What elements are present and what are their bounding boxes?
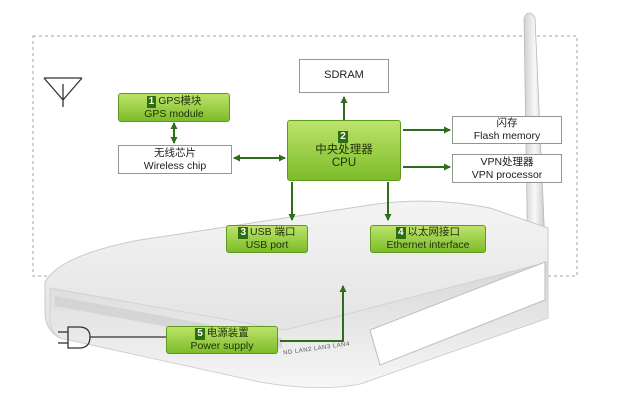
ethernet-label-cn: 以太网接口 bbox=[407, 226, 461, 239]
gps-label-cn: GPS模块 bbox=[158, 94, 202, 107]
power-number-badge: 5 bbox=[195, 328, 205, 341]
sdram-label: SDRAM bbox=[324, 69, 364, 82]
vpn-processor-box: VPN处理器 VPN processor bbox=[452, 154, 562, 183]
cpu-box: 2 中央处理器 CPU bbox=[287, 120, 401, 181]
power-to-board-arrow bbox=[280, 285, 347, 342]
router-front-panel bbox=[49, 261, 549, 388]
usb-label-en: USB port bbox=[245, 239, 289, 252]
sdram-box: SDRAM bbox=[299, 59, 389, 93]
wireless-chip-box: 无线芯片 Wireless chip bbox=[118, 145, 232, 174]
gps-number-badge: 1 bbox=[146, 95, 157, 108]
flash-memory-box: 闪存 Flash memory bbox=[452, 116, 562, 144]
cpu-label-en: CPU bbox=[331, 157, 357, 170]
wireless-label-cn: 无线芯片 bbox=[154, 146, 196, 159]
power-label-cn: 电源装置 bbox=[206, 327, 249, 340]
ethernet-number-badge: 4 bbox=[395, 227, 406, 240]
gps-label-en: GPS module bbox=[144, 107, 204, 120]
cpu-number-badge: 2 bbox=[338, 130, 348, 143]
antenna-icon bbox=[43, 77, 83, 107]
vpn-label-en: VPN processor bbox=[471, 168, 543, 181]
power-plug-icon bbox=[58, 326, 166, 349]
cpu-label-cn: 中央处理器 bbox=[315, 143, 373, 156]
flash-label-cn: 闪存 bbox=[496, 117, 518, 130]
usb-label-cn: USB 端口 bbox=[250, 226, 296, 239]
router-front-recess bbox=[369, 261, 546, 366]
flash-label-en: Flash memory bbox=[473, 130, 541, 142]
usb-number-badge: 3 bbox=[238, 227, 249, 240]
vpn-label-cn: VPN处理器 bbox=[480, 155, 534, 168]
wireless-label-en: Wireless chip bbox=[143, 159, 207, 172]
power-label-en: Power supply bbox=[190, 340, 254, 353]
ethernet-label-en: Ethernet interface bbox=[386, 239, 470, 252]
